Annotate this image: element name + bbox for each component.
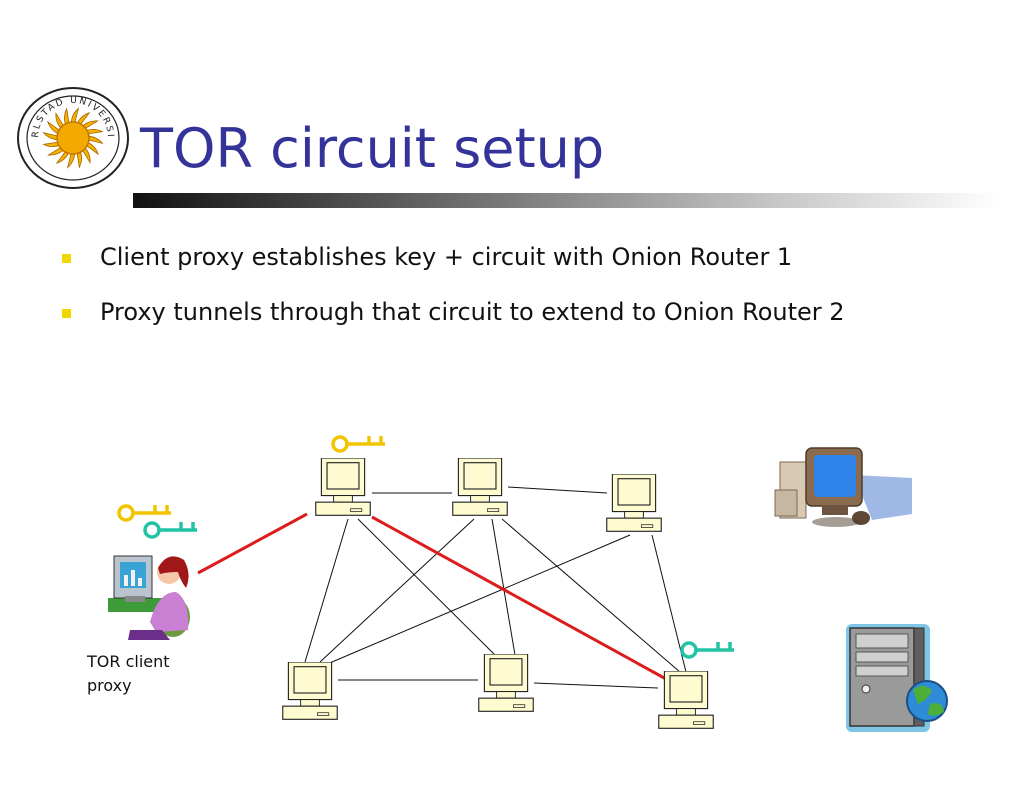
- router-computer-icon: [478, 654, 534, 712]
- key-icon-router2: [680, 640, 736, 659]
- sun-ray: [64, 107, 70, 126]
- university-logo: KARLSTAD UNIVERSITY: [14, 84, 129, 189]
- bullet-marker: [62, 309, 71, 318]
- sun-ray: [42, 141, 61, 147]
- sun-ray: [76, 150, 82, 169]
- sun-ray: [66, 152, 76, 169]
- title-divider: [133, 193, 998, 208]
- sun-ray: [70, 107, 80, 124]
- sun-ray: [47, 120, 61, 135]
- slide-title: TOR circuit setup: [140, 117, 605, 180]
- sun-ray: [42, 131, 59, 141]
- circuit-link-client-to-router1: [197, 512, 308, 575]
- network-link: [357, 518, 496, 656]
- key-icon-client-router2: [143, 520, 199, 539]
- client-proxy-label-line1: TOR client: [87, 652, 170, 671]
- client-proxy-label: TOR client proxy: [87, 650, 197, 698]
- network-link: [319, 518, 475, 663]
- client-proxy-label-line2: proxy: [87, 676, 132, 695]
- network-links: [304, 486, 687, 689]
- router-computer-icon: [282, 662, 338, 720]
- onion-router-1-icon: [315, 458, 371, 516]
- sun-ray: [87, 135, 104, 145]
- destination-computer-icon: [774, 447, 912, 527]
- sun-ray: [55, 112, 65, 130]
- bullet-text: Proxy tunnels through that circuit to ex…: [100, 298, 845, 326]
- sun-ray: [76, 112, 91, 126]
- sun-ray: [85, 129, 104, 135]
- router-computer-icon: [606, 474, 662, 532]
- sun-ray: [81, 120, 99, 130]
- network-link: [491, 518, 516, 656]
- sun-icon: [42, 107, 104, 169]
- router-computer-icon: [452, 458, 508, 516]
- onion-router-2-icon: [658, 671, 714, 729]
- tor-circuit: [197, 512, 667, 681]
- sun-ray: [47, 146, 65, 156]
- key-icon-router1: [331, 434, 387, 453]
- bullet-marker: [62, 254, 71, 263]
- network-link: [317, 534, 631, 669]
- sun-ray: [55, 150, 70, 164]
- network-link: [507, 486, 608, 494]
- network-link: [501, 518, 681, 673]
- sun-ray: [81, 146, 91, 164]
- bullet-text: Client proxy establishes key + circuit w…: [100, 243, 793, 271]
- client-user-icon: [108, 555, 190, 640]
- key-icon-client-router1: [117, 503, 173, 522]
- sun-ray: [85, 141, 99, 156]
- circuit-link-router1-to-router2: [371, 515, 667, 681]
- network-link: [533, 682, 659, 689]
- network-link: [304, 518, 349, 663]
- web-server-icon: [846, 624, 948, 732]
